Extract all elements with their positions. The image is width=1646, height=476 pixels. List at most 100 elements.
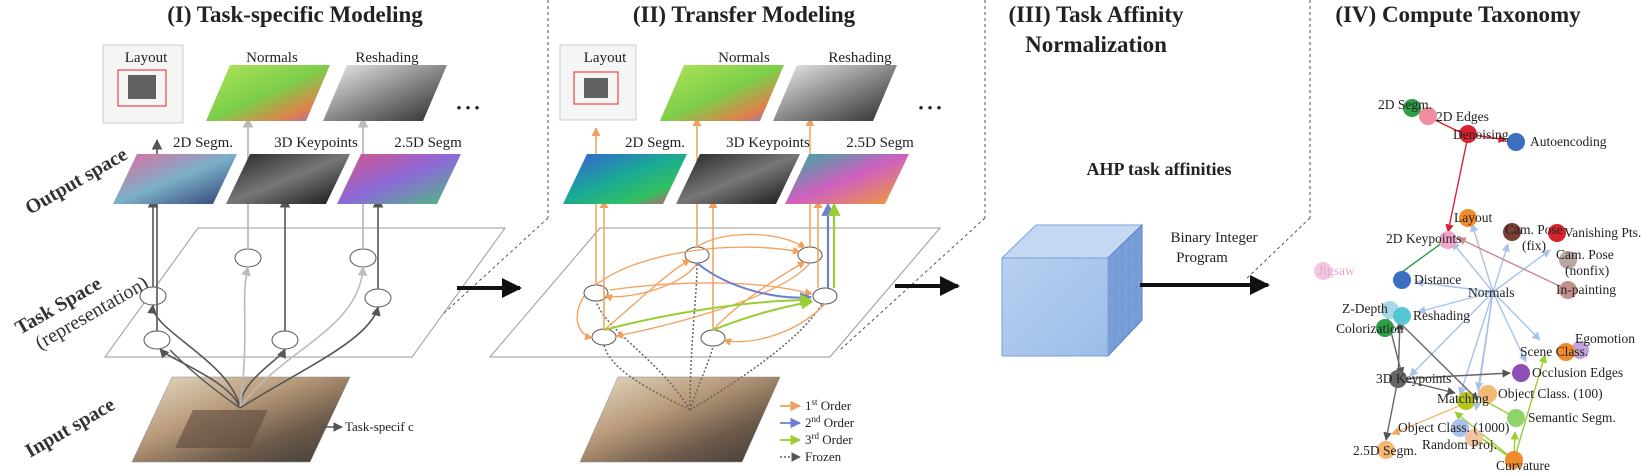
node-label-occlusion-edges: Occlusion Edges [1532, 365, 1623, 380]
output-label-normals-2: Normals [718, 50, 770, 66]
output-label-2dsegm-1: 2D Segm. [173, 135, 233, 151]
taxonomy-graph: 2D Segm. 2D Edges Denoising Autoencoding… [1314, 97, 1641, 473]
node-distance [1393, 271, 1411, 289]
output-label-reshading-2: Reshading [828, 50, 892, 66]
node-denoising [1459, 125, 1477, 143]
node-egomotion [1571, 341, 1589, 359]
output-label-3dkeypoints-1: 3D Keypoints [274, 135, 358, 151]
taxonomy-nodes [1314, 99, 1589, 469]
output-3dkeypoints-2 [676, 154, 800, 204]
node-ellipse-5 [349, 248, 377, 268]
ahp-label: AHP task affinities [1086, 159, 1231, 179]
node-label-semantic-segm: Semantic Segm. [1528, 410, 1616, 425]
node-label-denoising: Denoising [1453, 127, 1509, 142]
node-layout [1459, 209, 1477, 227]
legend-frozen: Frozen [805, 449, 842, 464]
node-occlusion-edges [1512, 364, 1530, 382]
node-ellipse-1 [143, 330, 171, 350]
node-label-object-class-1000: Object Class. (1000) [1398, 420, 1509, 435]
node-in-painting [1559, 281, 1577, 299]
output-25dsegm-2 [785, 154, 909, 204]
node-object-class-100 [1479, 385, 1497, 403]
node-label-object-class-100: Object Class. (100) [1498, 386, 1603, 401]
input-image-2 [579, 376, 781, 463]
output-label-3dkeypoints-2: 3D Keypoints [726, 135, 810, 151]
node-random-proj [1465, 429, 1483, 447]
output-reshading-2 [773, 65, 897, 121]
divider-1-diag [405, 217, 549, 349]
node-label-distance: Distance [1414, 272, 1461, 287]
output-label-25dsegm-2: 2.5D Segm [846, 135, 914, 151]
axis-label-input-space: Input space [22, 393, 119, 462]
node-3d-keypoints [1389, 370, 1407, 388]
node-object-class-1000 [1451, 419, 1469, 437]
output-3dkeypoints-1 [226, 154, 350, 204]
task-space-plane-1 [104, 227, 506, 358]
output-label-layout-2: Layout [584, 50, 627, 66]
divider-3-diag [1244, 217, 1311, 281]
legend-1st-order: 1st Order [805, 397, 852, 413]
legend-3rd-order: 3rd Order [805, 431, 853, 447]
affinity-cube-front [1001, 257, 1109, 357]
node-label-normals: Normals [1468, 285, 1515, 300]
output-2dsegm-1 [113, 154, 237, 204]
node-ellipse-4 [271, 330, 299, 350]
node-label-reshading: Reshading [1413, 308, 1470, 323]
panel-affinity: AHP task affinities Binary Integer Progr… [1000, 159, 1270, 358]
node-ellipse-3 [234, 248, 262, 268]
node-scene-class [1557, 343, 1575, 361]
node-label-scene-class: Scene Class. [1520, 344, 1588, 359]
node-ellipse-2 [139, 286, 167, 306]
bip-label-line1: Binary Integer [1170, 230, 1257, 246]
node-matching [1457, 392, 1475, 410]
ellipsis-2: • • • [918, 101, 941, 117]
node-reshading [1393, 307, 1411, 325]
node-label-matching: Matching [1437, 391, 1489, 406]
taxonomy-edges [1383, 108, 1569, 461]
node-cam-pose-fix [1503, 223, 1521, 241]
legend-2nd-order: 2nd Order [805, 414, 855, 430]
axis-label-output-space: Output space [22, 143, 132, 219]
node-2d-keypoints [1439, 231, 1457, 249]
panel-task-specific: Layout Normals Reshading • • • 2D Segm. … [102, 44, 506, 463]
output-label-reshading-1: Reshading [355, 50, 419, 66]
node-label-colorization: Colorization [1336, 321, 1404, 336]
node-label-layout: Layout [1454, 210, 1492, 225]
output-normals-2 [660, 65, 784, 121]
node-label-jigsaw: Jigsaw [1318, 263, 1355, 278]
section-title-transfer: (II) Transfer Modeling [633, 2, 856, 27]
node-label-in-painting: In-painting [1556, 282, 1616, 297]
node-label-2d-keypoints: 2D Keypoints [1386, 231, 1461, 246]
node-ellipse-t6 [812, 287, 838, 305]
output-normals-1 [206, 65, 330, 121]
node-label-random-proj: Random Proj. [1422, 437, 1497, 452]
node-25d-segm [1377, 441, 1395, 459]
output-2dsegm-2 [563, 154, 687, 204]
node-label-z-depth: Z-Depth [1342, 301, 1388, 316]
node-jigsaw [1314, 262, 1332, 280]
node-cam-pose-nonfix [1559, 251, 1577, 269]
output-label-normals-1: Normals [246, 50, 298, 66]
transfer-legend: 1st Order 2nd Order 3rd Order Frozen [780, 397, 855, 464]
bip-label-line2: Program [1176, 250, 1228, 266]
taxonomy-labels: 2D Segm. 2D Edges Denoising Autoencoding… [1318, 97, 1641, 473]
output-label-layout-1: Layout [125, 50, 168, 66]
node-vanishing-pts [1548, 224, 1566, 242]
legend-task-specific: Task-specif c [345, 419, 414, 434]
node-label-3d-keypoints: 3D Keypoints [1376, 371, 1451, 386]
node-colorization [1376, 319, 1394, 337]
output-25dsegm-1 [337, 154, 461, 204]
node-label-2d-segm: 2D Segm. [1378, 97, 1432, 112]
section-title-affinity-line1: (III) Task Affinity [1008, 2, 1184, 27]
node-autoencoding [1507, 133, 1525, 151]
node-semantic-segm [1507, 409, 1525, 427]
node-label-vanishing-pts: Vanishing Pts. [1564, 225, 1641, 240]
node-ellipse-t2 [591, 328, 617, 346]
section-title-taxonomy: (IV) Compute Taxonomy [1335, 2, 1581, 27]
ellipsis-1: • • • [456, 101, 479, 117]
node-label-autoencoding: Autoencoding [1530, 134, 1607, 149]
section-title-affinity-line2: Normalization [1025, 32, 1167, 57]
node-label-2d-edges: 2D Edges [1436, 109, 1489, 124]
output-label-25dsegm-1: 2.5D Segm [394, 135, 462, 151]
